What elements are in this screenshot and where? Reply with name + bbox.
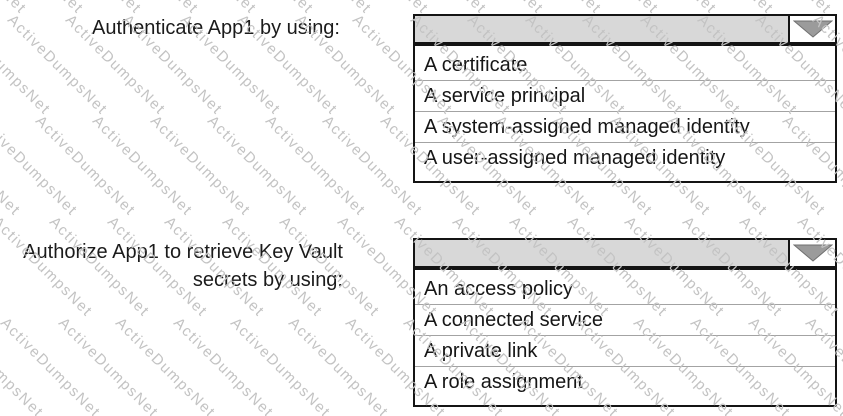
dropdown-authorize: An access policy A connected service A p… xyxy=(413,238,837,407)
watermark-text: ActiveDumpsNet xyxy=(284,314,392,416)
question-1-label-line: Authenticate App1 by using: xyxy=(92,17,340,39)
watermark-text: ActiveDumpsNet xyxy=(0,11,54,119)
dropdown-2-arrow-button[interactable] xyxy=(788,240,835,266)
dropdown-option[interactable]: A user-assigned managed identity xyxy=(415,142,835,173)
dropdown-authenticate: A certificate A service principal A syst… xyxy=(413,14,837,183)
dropdown-1-header[interactable] xyxy=(413,14,837,44)
watermark-text: ActiveDumpsNet xyxy=(203,112,311,220)
chevron-down-icon xyxy=(792,244,833,262)
dropdown-2-selected-value xyxy=(415,240,788,266)
dropdown-2-header[interactable] xyxy=(413,238,837,268)
watermark-text: ActiveDumpsNet xyxy=(0,314,47,416)
dropdown-option[interactable]: A private link xyxy=(415,335,835,366)
watermark-text: ActiveDumpsNet xyxy=(31,112,139,220)
watermark-text: ActiveDumpsNet xyxy=(0,0,29,17)
chevron-down-icon xyxy=(792,20,833,38)
question-1-label: Authenticate App1 by using: xyxy=(92,14,340,42)
watermark-text: ActiveDumpsNet xyxy=(111,314,219,416)
watermark-text: ActiveDumpsNet xyxy=(0,112,81,220)
dropdown-1-arrow-button[interactable] xyxy=(788,16,835,42)
question-2-label: Authorize App1 to retrieve Key Vault sec… xyxy=(23,238,343,294)
question-2-label-line: secrets by using: xyxy=(192,269,343,291)
watermark-text: ActiveDumpsNet xyxy=(226,314,334,416)
question-2-label-line: Authorize App1 to retrieve Key Vault xyxy=(23,241,343,263)
dropdown-option[interactable]: A system-assigned managed identity xyxy=(415,111,835,142)
dropdown-2-options-list: An access policy A connected service A p… xyxy=(413,268,837,407)
watermark-text: ActiveDumpsNet xyxy=(146,112,254,220)
dropdown-1-selected-value xyxy=(415,16,788,42)
dropdown-option[interactable]: An access policy xyxy=(424,277,573,300)
watermark-text: ActiveDumpsNet xyxy=(54,314,162,416)
watermark-text: ActiveDumpsNet xyxy=(318,112,426,220)
watermark-text: ActiveDumpsNet xyxy=(0,314,104,416)
dropdown-option[interactable]: A role assignment xyxy=(415,366,835,397)
watermark-text: ActiveDumpsNet xyxy=(169,314,277,416)
watermark-text: ActiveDumpsNet xyxy=(88,112,196,220)
dropdown-option[interactable]: A connected service xyxy=(415,304,835,335)
dropdown-option[interactable]: A certificate xyxy=(424,53,528,76)
watermark-text: ActiveDumpsNet xyxy=(0,0,87,17)
dropdown-1-options-list: A certificate A service principal A syst… xyxy=(413,44,837,183)
watermark-text: ActiveDumpsNet xyxy=(0,112,24,220)
dropdown-option[interactable]: A service principal xyxy=(415,80,835,111)
watermark-text: ActiveDumpsNet xyxy=(261,112,369,220)
